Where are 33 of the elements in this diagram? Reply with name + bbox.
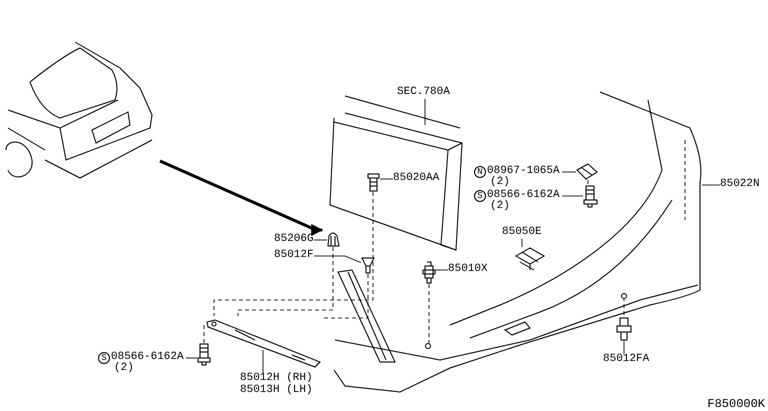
quantity: (2) [114,363,135,374]
dashed-guide-line [322,274,368,318]
part-number: 85012H (RH) [240,373,314,384]
part-number: 08566-6162A [487,190,560,201]
dashed-guide-line [214,192,374,316]
part-number: 85022N [720,179,760,190]
diagram-code: F850000K [707,398,765,411]
circled-symbol: S [474,190,486,202]
part-number: 08566-6162A [111,352,184,363]
circled-symbol: S [98,352,110,364]
leader-line [380,178,394,180]
mounting-hole [621,293,627,299]
quantity: (2) [490,201,511,212]
part-number: 08967-1065A [487,166,560,177]
circled-symbol: N [474,166,486,178]
part-number: SEC.780A [397,87,450,98]
dashed-guide-line [428,284,430,344]
part-number: 85012F [274,250,314,261]
part-number: 85012FA [603,354,650,365]
leader-line [702,184,720,186]
leader-line [424,98,426,126]
leader-line [314,256,362,263]
part-number: 85020AA [393,173,440,184]
dashed-guide-line [204,324,206,344]
leader-line [262,350,264,374]
part-number: 85050E [502,227,542,238]
part-number: 85013H (LH) [240,385,314,397]
part-number: 85206G [274,234,314,245]
quantity: (2) [490,177,511,188]
mounting-hole [425,343,431,349]
part-number: 85010X [448,264,488,275]
dashed-guide-line [238,246,334,316]
arrow [158,160,324,236]
